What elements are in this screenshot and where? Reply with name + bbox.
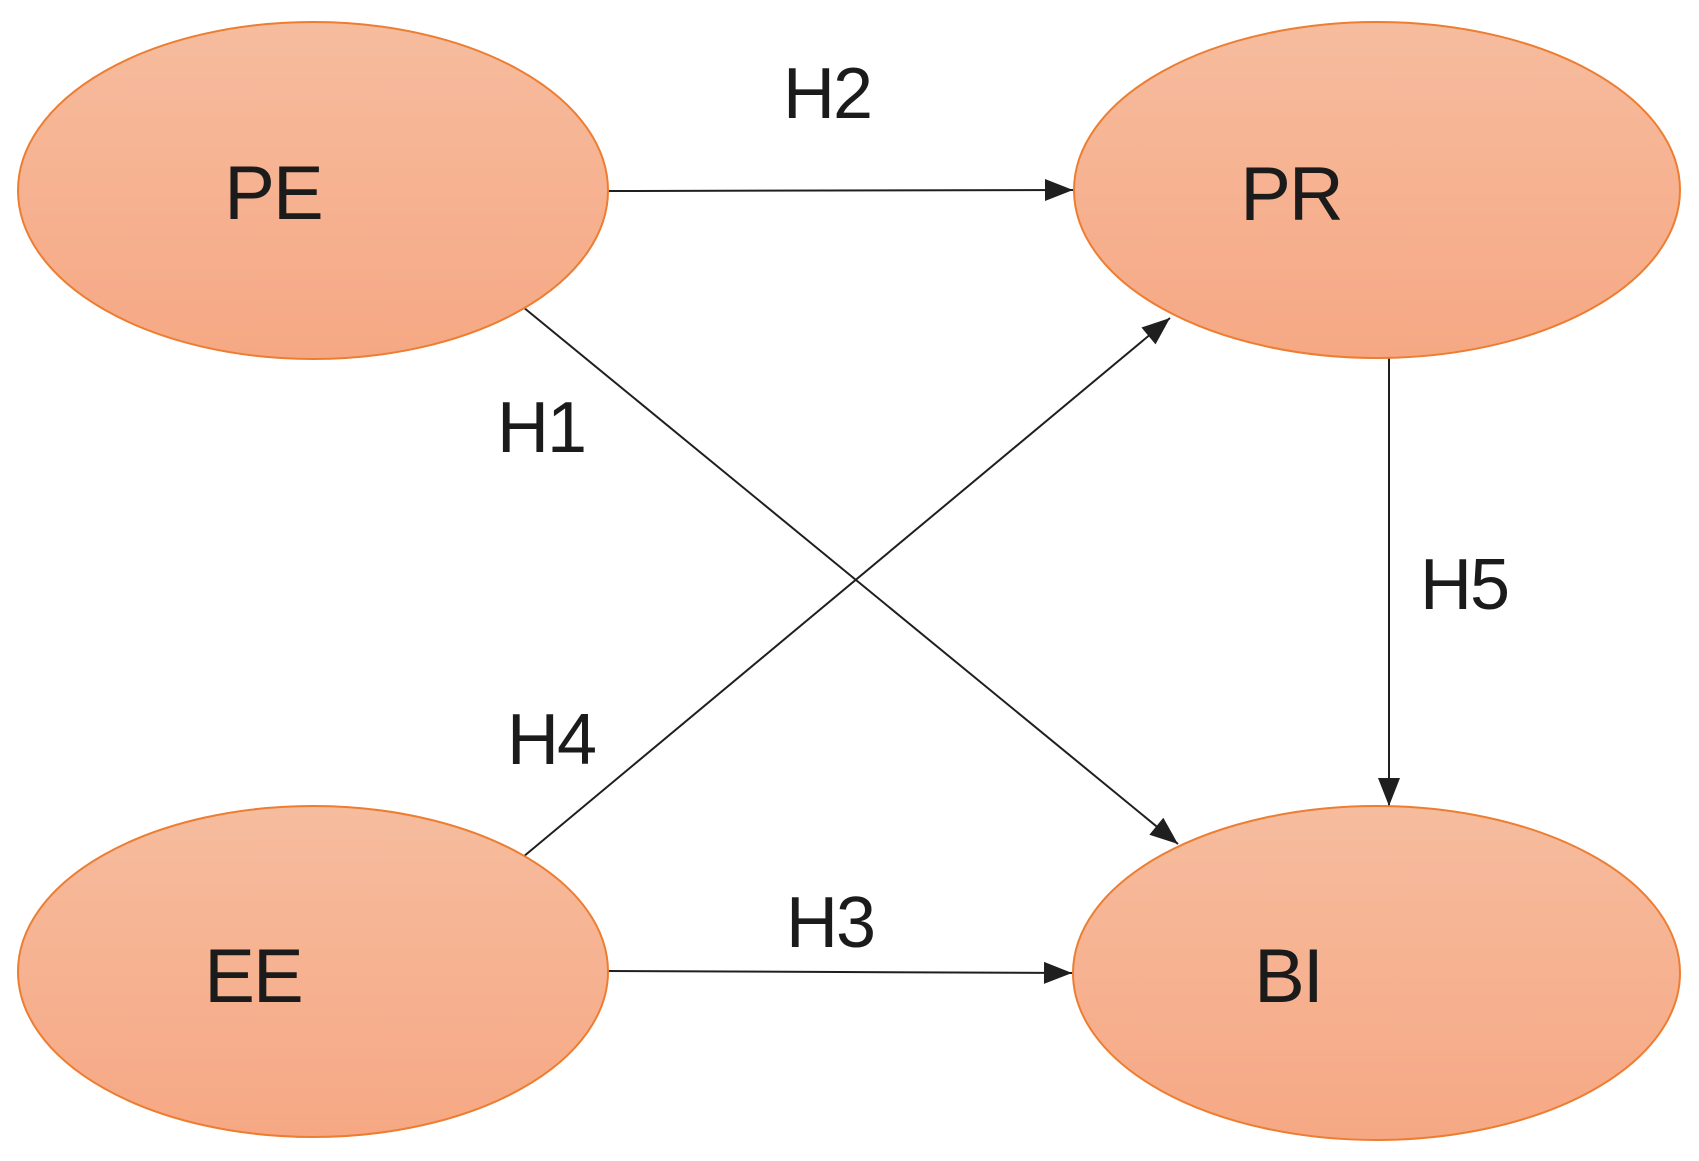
node-bi-ellipse xyxy=(1072,805,1681,1141)
edge-h4-label: H4 xyxy=(507,700,595,780)
nodes-group xyxy=(17,21,1681,1141)
edge-labels-group: H1 H2 H3 H4 H5 xyxy=(497,54,1510,963)
edge-h1-label: H1 xyxy=(497,388,585,468)
node-pr-label: PR xyxy=(1240,152,1342,237)
edge-h4-arrow xyxy=(522,317,1171,858)
node-ee-ellipse xyxy=(17,805,609,1138)
edges-group xyxy=(522,179,1400,984)
node-labels-group: PE PR EE BI xyxy=(204,151,1343,1019)
node-pe-ellipse xyxy=(17,21,609,360)
node-bi-label: BI xyxy=(1254,934,1322,1019)
edge-h3-label: H3 xyxy=(786,883,874,963)
edge-h3-arrow xyxy=(607,961,1073,984)
node-pe-label: PE xyxy=(224,151,321,236)
edge-h2-arrow xyxy=(607,179,1074,202)
node-ee-label: EE xyxy=(204,934,301,1019)
edge-h5-label: H5 xyxy=(1420,545,1508,625)
edge-h2-label: H2 xyxy=(783,54,871,134)
node-pr-ellipse xyxy=(1073,21,1681,359)
edge-h1-arrow xyxy=(522,306,1179,845)
